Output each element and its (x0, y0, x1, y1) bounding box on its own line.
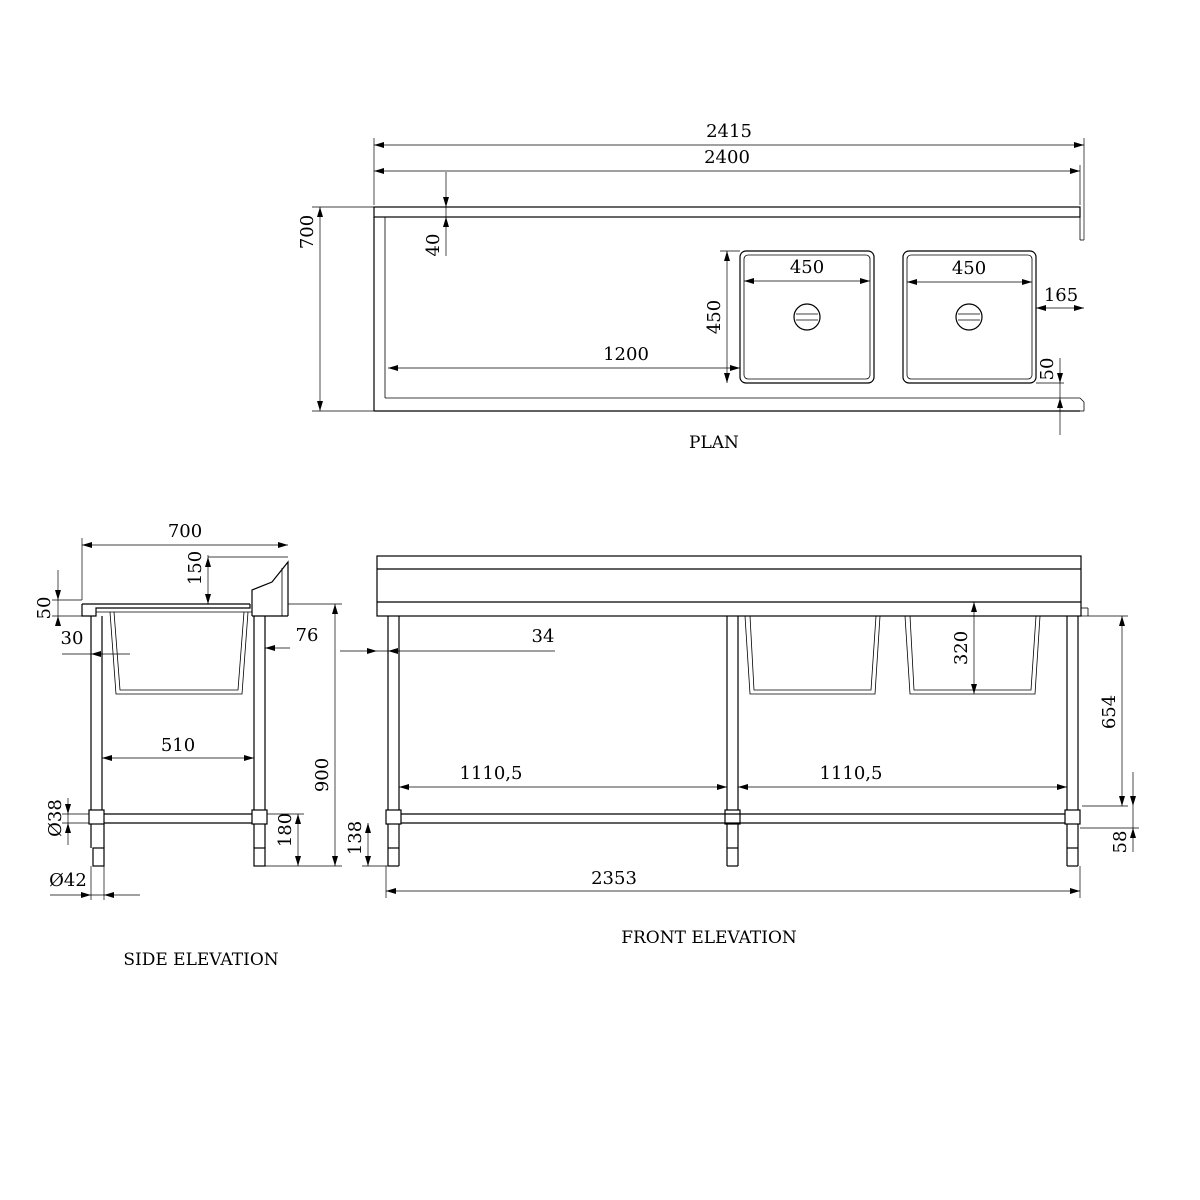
dim-upstand: 150 (185, 551, 288, 604)
dim-end-gap: 165 (1036, 285, 1084, 311)
dim-leg-inset-side: 76 (265, 625, 318, 651)
dim-label-165: 165 (1044, 285, 1078, 306)
dim-label-180: 180 (275, 813, 296, 847)
dim-leg-tube: Ø42 (49, 866, 140, 900)
side-elevation-view: 700 150 50 30 76 (34, 521, 342, 970)
dim-overall-length: 2415 (373, 121, 1085, 240)
front-bench-structure (376, 555, 1089, 867)
dim-label-left-bay: 1110,5 (460, 763, 523, 784)
dim-label-40: 40 (423, 234, 444, 257)
dim-drainboard: 1200 (388, 344, 740, 371)
dim-label-700-plan: 700 (297, 215, 318, 249)
dim-label-700-side: 700 (168, 521, 202, 542)
dim-left-bowl-width: 450 (744, 257, 870, 284)
dim-top-length: 2400 (374, 147, 1081, 205)
dim-label-rail-tube: Ø38 (45, 799, 66, 837)
dim-front-rail-height: 138 (345, 821, 388, 867)
plan-title: PLAN (689, 433, 739, 453)
dim-front-leg-span: 2353 (385, 866, 1081, 898)
dim-label-2415: 2415 (706, 121, 752, 142)
dim-label-leg-tube: Ø42 (49, 870, 87, 891)
dim-label-2353: 2353 (591, 868, 637, 889)
left-waste-outlet (793, 303, 821, 331)
dim-label-34: 34 (532, 626, 555, 647)
dim-label-30: 30 (61, 628, 84, 649)
dim-front-foot-height: 58 (1080, 772, 1139, 853)
front-elevation-title: FRONT ELEVATION (621, 928, 797, 948)
dim-label-150: 150 (185, 551, 206, 585)
right-waste-outlet (955, 303, 983, 331)
dim-bowl-depth: 450 (704, 250, 740, 383)
dim-front-leg-inset: 34 (340, 626, 555, 654)
dim-front-left-bay: 1110,5 (399, 763, 727, 790)
plan-view: 2415 2400 700 40 (297, 121, 1085, 453)
dim-label-50-plan: 50 (1037, 358, 1058, 381)
dim-right-bowl-width: 450 (907, 258, 1032, 285)
side-bench-structure (81, 560, 289, 867)
dim-label-900: 900 (312, 758, 333, 792)
dim-label-50-side: 50 (34, 597, 55, 620)
dim-label-1200: 1200 (603, 344, 649, 365)
dim-front-leg-height: 654 (1082, 615, 1128, 807)
front-elevation-view: 34 320 654 1110,5 (340, 555, 1139, 948)
dim-label-320: 320 (951, 631, 972, 665)
dim-front-gap: 50 (1036, 358, 1064, 435)
dim-front-right-bay: 1110,5 (738, 763, 1067, 790)
dim-plan-depth: 700 (297, 206, 374, 412)
dim-side-rail-height: 180 (267, 813, 304, 866)
left-bowl (739, 250, 875, 384)
dim-label-right-bay: 1110,5 (820, 763, 883, 784)
dim-front-lip: 50 (34, 570, 82, 626)
dim-label-58: 58 (1110, 831, 1131, 854)
dim-rail-tube: Ø38 (45, 798, 89, 845)
side-elevation-title: SIDE ELEVATION (123, 950, 278, 970)
dim-label-2400: 2400 (704, 147, 750, 168)
dim-label-138: 138 (345, 821, 366, 855)
dim-label-450-left: 450 (790, 257, 824, 278)
dim-lip-offset: 30 (61, 628, 130, 657)
bench-top-outline (373, 206, 1085, 412)
dim-label-654: 654 (1099, 695, 1120, 729)
dim-label-76: 76 (296, 625, 319, 646)
dim-side-height: 900 (265, 603, 342, 867)
dim-label-510: 510 (161, 735, 195, 756)
dim-side-depth: 700 (81, 521, 288, 600)
right-bowl (902, 250, 1037, 384)
dim-front-bowl-height: 320 (951, 602, 977, 694)
dim-splashback: 40 (423, 172, 449, 256)
dim-side-leg-span: 510 (102, 735, 254, 761)
dim-label-450-depth: 450 (704, 300, 725, 334)
dim-label-450-right: 450 (952, 258, 986, 279)
